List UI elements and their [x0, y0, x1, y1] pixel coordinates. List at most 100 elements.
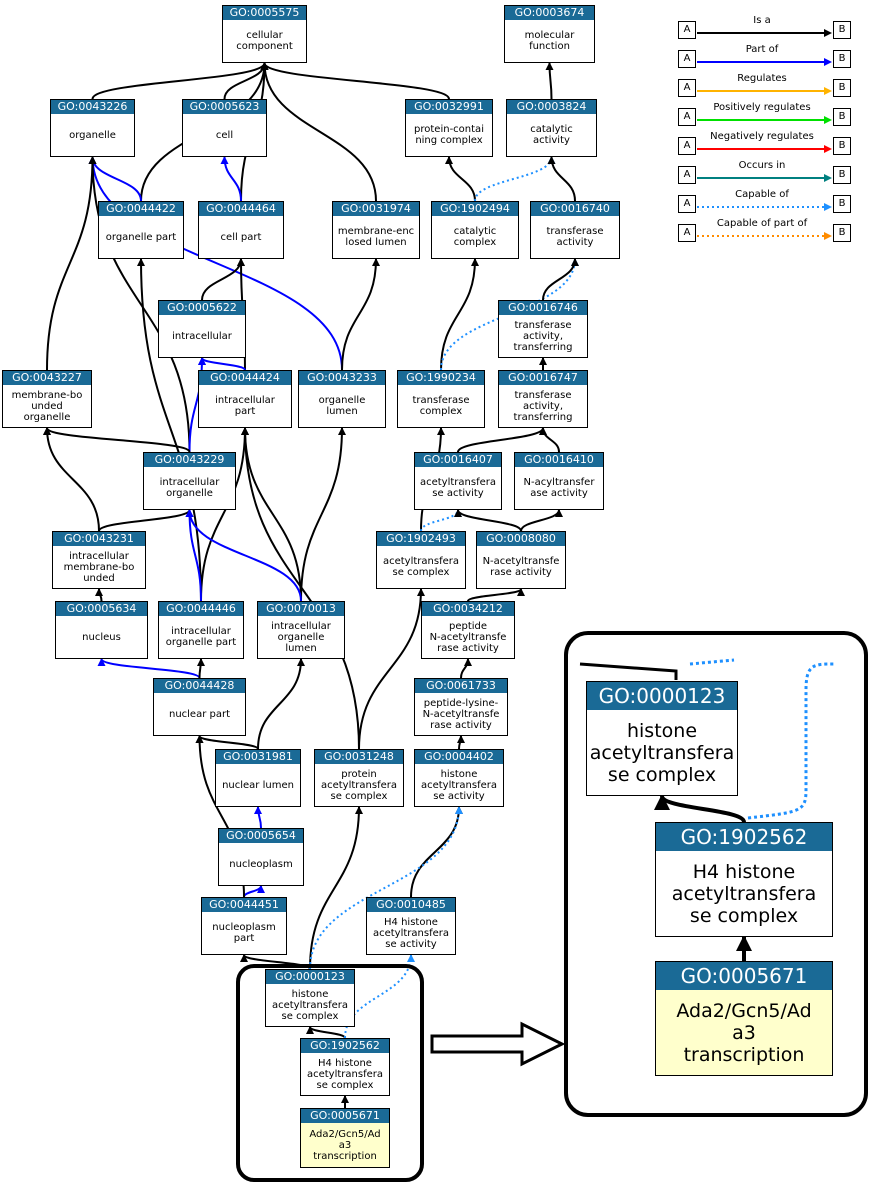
go-term-label: transferase activity, transferring	[513, 319, 573, 353]
go-term-id: GO:0005623	[183, 100, 266, 114]
edge-is-a	[410, 806, 463, 898]
edge-is-a	[467, 588, 525, 602]
go-term-node[interactable]: GO:0005634 nucleus	[55, 601, 148, 659]
go-term-id: GO:1902562	[301, 1039, 389, 1053]
go-term-id: GO:0005622	[159, 301, 245, 315]
go-term-label: catalytic activity	[530, 124, 573, 146]
go-term-label: nucleoplasm part	[212, 922, 276, 944]
go-term-label: H4 histone acetyltransfera se activity	[372, 916, 449, 950]
go-term-id: GO:0005671	[656, 962, 832, 990]
edge-is-a	[309, 806, 363, 970]
edge-is-a	[43, 427, 100, 532]
edge-is-a	[445, 156, 476, 202]
legend-label: Regulates	[737, 73, 787, 84]
go-term-id: GO:0044464	[199, 202, 283, 216]
edge-part-of	[198, 357, 246, 371]
edge-is-a	[98, 509, 194, 532]
go-term-label: acetyltransfera se complex	[382, 556, 459, 578]
edge-is-a	[43, 427, 191, 453]
edge-capable-of	[420, 509, 462, 532]
go-term-label: nucleus	[82, 631, 121, 643]
zoom-arrow	[430, 1021, 566, 1067]
edge-is-a	[260, 62, 450, 100]
go-term-id: GO:0005671	[301, 1109, 389, 1123]
go-term-id: GO:0000123	[266, 970, 354, 984]
go-term-label: cell	[215, 129, 234, 141]
edge-is-a	[457, 427, 547, 453]
legend-box-b: B	[833, 195, 851, 213]
go-term-label: intracellular organelle lumen	[271, 620, 331, 654]
edge-is-a	[300, 427, 346, 602]
go-term-id: GO:0016740	[531, 202, 619, 216]
go-term-label: organelle	[69, 129, 116, 141]
edge-is-a	[440, 258, 479, 371]
legend-box-b: B	[833, 224, 851, 242]
go-term-node[interactable]: GO:0005623 cell	[182, 99, 267, 157]
go-term-node[interactable]: GO:0005622 intracellular	[158, 300, 246, 358]
edge-is-a	[358, 588, 425, 750]
go-term-label: Ada2/Gcn5/Ad a3 transcription	[309, 1128, 381, 1162]
legend-arrowhead	[824, 232, 832, 240]
go-term-label: nuclear part	[168, 708, 231, 720]
go-term-node[interactable]: GO:0000123 histone acetyltransfera se com…	[265, 969, 355, 1027]
go-term-label: histone acetyltransfera se activity	[420, 768, 497, 802]
go-term-label: transferase complex	[412, 395, 470, 417]
edge-is-a	[200, 427, 249, 602]
go-term-id: GO:0044446	[159, 602, 243, 616]
edge-part-of	[185, 509, 302, 602]
legend-arrowhead	[824, 174, 832, 182]
legend-label: Occurs in	[738, 160, 786, 171]
edge-is-a	[654, 794, 746, 823]
go-term-id: GO:0005634	[56, 602, 147, 616]
edge-part-of	[243, 885, 265, 898]
legend-arrowhead	[824, 58, 832, 66]
go-term-id: GO:0005654	[219, 829, 303, 843]
legend-arrowhead	[824, 203, 832, 211]
go-term-label: nucleoplasm	[229, 858, 293, 870]
go-term-label: histone acetyltransfera se complex	[271, 988, 348, 1022]
go-term-id: GO:0044422	[99, 202, 183, 216]
go-term-label: peptide N-acetyltransfe rase activity	[429, 620, 507, 654]
go-term-label: intracellular	[172, 330, 232, 342]
edge-is-a	[547, 156, 576, 202]
go-term-node[interactable]: GO:0005654 nucleoplasm	[218, 828, 304, 886]
